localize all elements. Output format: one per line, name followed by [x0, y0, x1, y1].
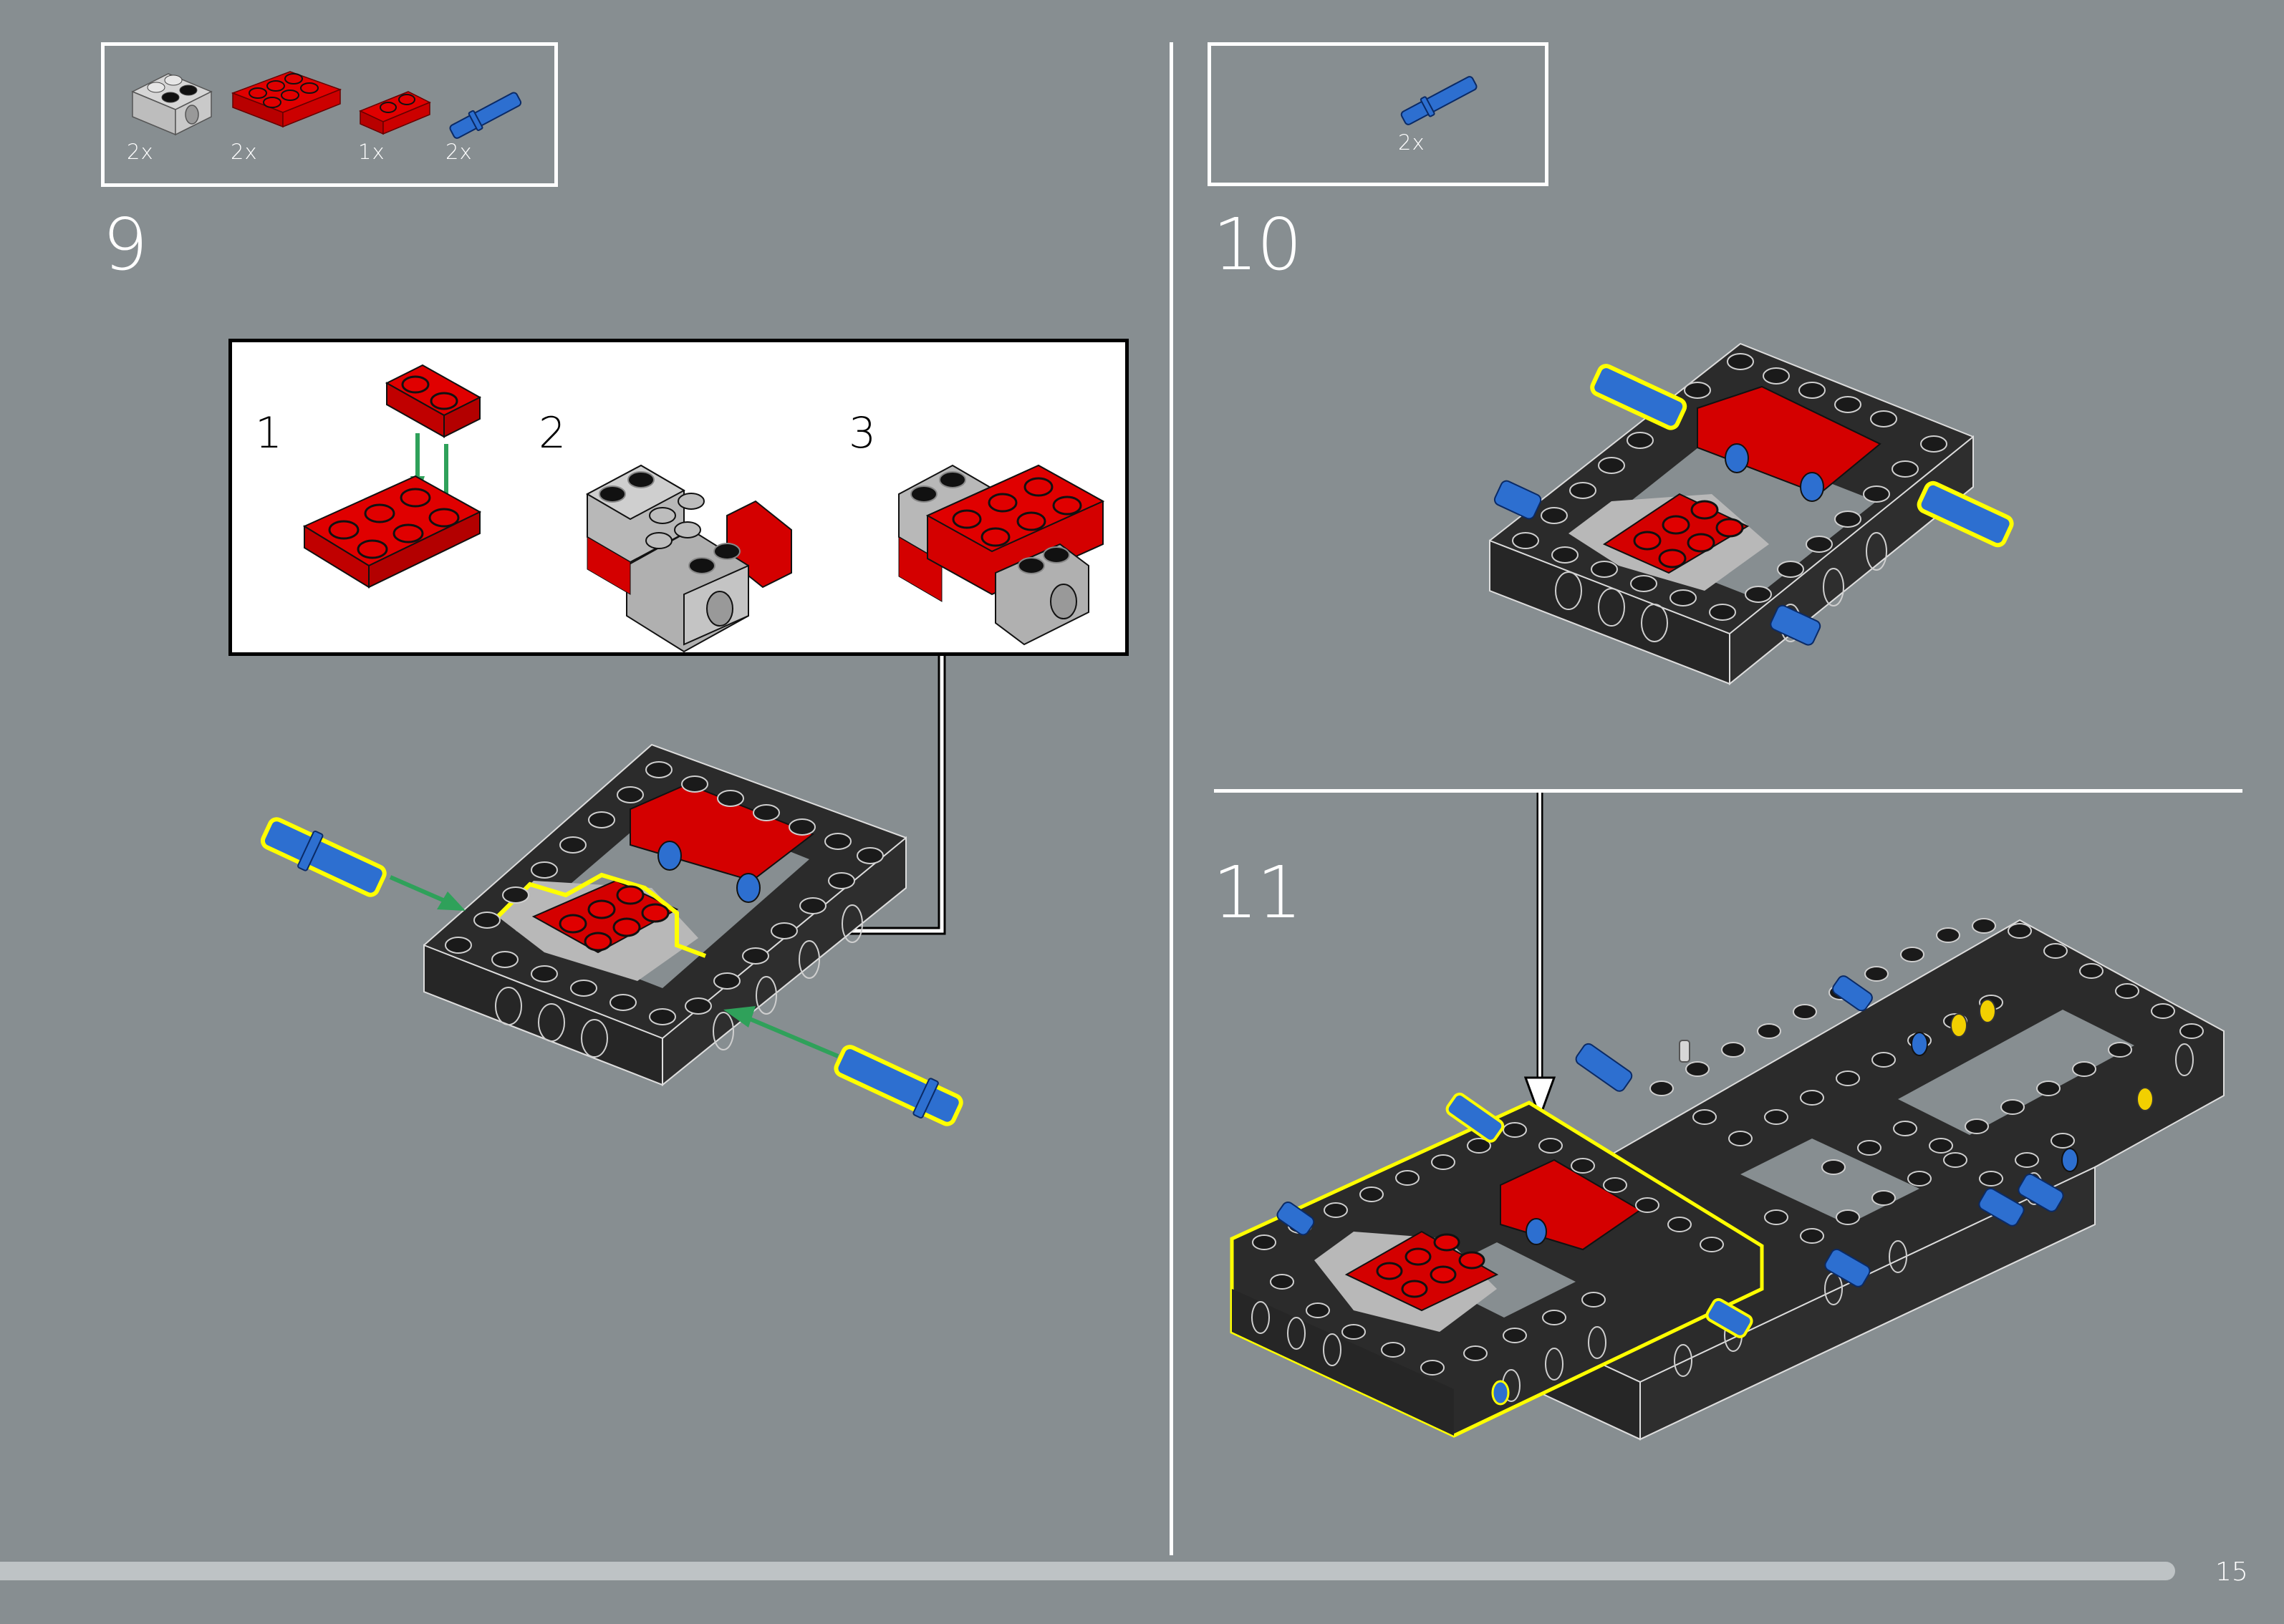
step-10-parts-box: [1208, 42, 1548, 186]
gray-brick-icon: [131, 73, 213, 136]
substep-3-number: 3: [849, 408, 877, 458]
step-9-parts-box: [101, 42, 558, 187]
substep-1-red-plates-illustration: [302, 364, 482, 589]
step-10-part-1-qty: 2x: [1398, 130, 1425, 155]
red-plate-2x3-icon: [231, 71, 342, 128]
step-9-number: 9: [102, 203, 148, 286]
step-9-part-4-qty: 2x: [445, 140, 473, 164]
substep-2-number: 2: [539, 408, 567, 458]
step-10-number: 10: [1213, 203, 1302, 286]
page-progress-bar: [0, 1562, 2175, 1580]
page-number: 15: [2215, 1557, 2248, 1587]
red-plate-1x2-icon: [359, 91, 431, 135]
step-9-part-1-qty: 2x: [127, 140, 154, 164]
step-10-11-separator: [1214, 789, 2242, 793]
step-9-left-pin: [260, 817, 387, 897]
substep-3-completed-subassembly-illustration: [898, 464, 1105, 646]
substep-2-gray-bricks-illustration: [585, 464, 792, 653]
substep-1-number: 1: [255, 408, 283, 458]
step-11-number: 11: [1213, 851, 1302, 934]
blue-pin-icon: [1400, 76, 1478, 125]
blue-pin-icon: [449, 92, 522, 139]
step-9-part-3-qty: 1x: [358, 140, 385, 164]
page-column-divider: [1170, 42, 1173, 1555]
step-9-part-2-qty: 2x: [231, 140, 258, 164]
